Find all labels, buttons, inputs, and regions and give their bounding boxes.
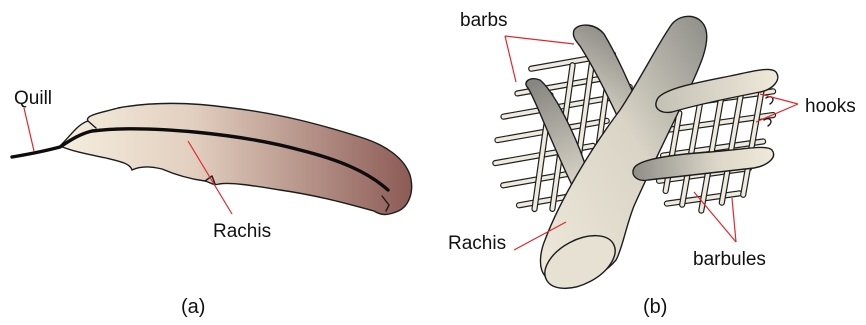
hook-mark-1 <box>766 97 773 104</box>
barbules-label: barbules <box>693 249 766 270</box>
rachis-a-label: Rachis <box>213 221 271 242</box>
quill-leader-line <box>24 108 34 151</box>
hook-mark-2 <box>764 119 771 126</box>
rachis-b-label: Rachis <box>448 233 506 254</box>
panel-a: Quill Rachis (a) <box>12 88 412 318</box>
hooks-leader-line-1 <box>760 94 798 104</box>
panel-b-caption: (b) <box>643 296 667 318</box>
panel-b: barbs hooks Rachis barbules (b) <box>448 10 856 318</box>
barbs-leader-line-1 <box>505 36 516 82</box>
barbs-label: barbs <box>460 10 508 31</box>
panel-a-caption: (a) <box>181 296 205 318</box>
barbules-leader-line-2 <box>732 198 736 242</box>
feather-vane-illustration <box>60 104 412 215</box>
quill-label: Quill <box>14 88 52 109</box>
barbs-leader-line-2 <box>505 36 574 44</box>
hooks-label: hooks <box>805 96 856 117</box>
hooks-leader-line-2 <box>756 104 798 122</box>
